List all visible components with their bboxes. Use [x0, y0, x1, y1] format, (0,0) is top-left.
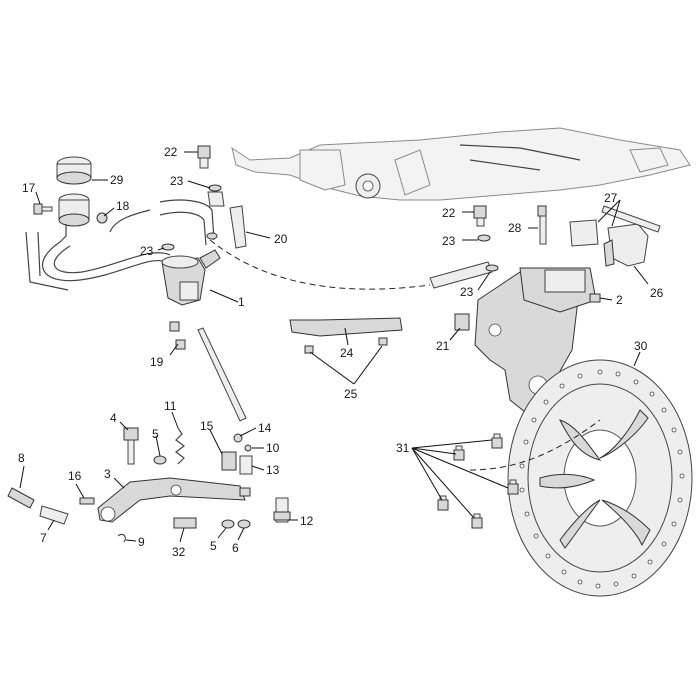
callout-13: 13 — [266, 463, 280, 477]
clevis-15 — [221, 451, 237, 471]
bleed-screw-28 — [537, 205, 547, 245]
banjo-bolt-upper-left — [197, 145, 225, 207]
callout-32: 32 — [172, 545, 186, 559]
bolt-17 — [33, 203, 53, 215]
washer-23-left — [161, 243, 175, 251]
banjo-bolt-right — [473, 205, 499, 272]
bolt-4 — [123, 427, 139, 465]
washer-23-mid — [206, 232, 218, 240]
callout-11: 11 — [164, 399, 177, 413]
brake-fluid-reservoir — [56, 156, 92, 243]
washer-10 — [244, 444, 252, 452]
push-rod — [197, 327, 247, 422]
callout-19: 19 — [150, 355, 164, 369]
callout-29: 29 — [110, 173, 124, 187]
heel-guard-24 — [289, 317, 403, 337]
brake-pedal-3 — [97, 477, 251, 523]
spring-11 — [175, 427, 185, 465]
callout-4: 4 — [110, 411, 117, 425]
callout-22-left: 22 — [164, 145, 178, 159]
callout-28: 28 — [508, 221, 522, 235]
callout-labels: 1 2 3 4 5 5 6 7 8 9 10 11 12 13 14 15 16… — [18, 145, 664, 559]
washer-5-upper — [153, 455, 167, 465]
callout-8: 8 — [18, 451, 25, 465]
callout-23-a: 23 — [170, 174, 184, 188]
callout-10: 10 — [266, 441, 280, 455]
circlip-9 — [117, 533, 126, 543]
disc-holes — [519, 369, 685, 589]
callout-7: 7 — [40, 531, 47, 545]
leader-lines — [19, 151, 649, 543]
bushing-7 — [39, 505, 69, 525]
brake-hose-20 — [229, 205, 247, 249]
washer-6 — [237, 519, 251, 529]
callout-25: 25 — [344, 387, 358, 401]
callout-3: 3 — [104, 467, 111, 481]
callout-30: 30 — [634, 339, 648, 353]
callout-21: 21 — [436, 339, 450, 353]
callout-16: 16 — [68, 469, 82, 483]
callout-26: 26 — [650, 286, 664, 300]
callout-5-upper: 5 — [152, 427, 159, 441]
pin-16 — [79, 497, 95, 505]
callout-14: 14 — [258, 421, 272, 435]
brake-disc-30 — [507, 359, 693, 597]
pin-32 — [173, 517, 197, 529]
callout-31: 31 — [396, 441, 410, 455]
callout-23-b: 23 — [140, 244, 154, 258]
callout-5-lower: 5 — [210, 539, 217, 553]
callout-12: 12 — [300, 514, 314, 528]
screw-25-left — [304, 345, 314, 354]
pin-21 — [454, 313, 470, 331]
stop-switch-12 — [273, 497, 291, 523]
spring-8 — [7, 487, 35, 509]
washer-5-lower — [221, 519, 235, 529]
nut-13 — [239, 455, 253, 475]
callout-15: 15 — [200, 419, 214, 433]
disc-bolts-31 — [437, 433, 519, 529]
callout-23-c: 23 — [442, 234, 456, 248]
callout-27: 27 — [604, 191, 618, 205]
bolts-19 — [169, 321, 186, 350]
callout-18: 18 — [116, 199, 130, 213]
callout-2: 2 — [616, 293, 623, 307]
master-cylinder — [161, 249, 221, 306]
callout-24: 24 — [340, 346, 354, 360]
callout-1: 1 — [238, 295, 245, 309]
callout-17: 17 — [22, 181, 36, 195]
brake-pads-26 — [569, 219, 649, 267]
callout-23-d: 23 — [460, 285, 474, 299]
callout-6: 6 — [232, 541, 239, 555]
frame-outline — [231, 127, 691, 201]
screw-25-right — [378, 337, 388, 346]
callout-9: 9 — [138, 535, 145, 549]
callout-20: 20 — [274, 232, 288, 246]
callout-22-right: 22 — [442, 206, 456, 220]
reservoir-hose — [42, 199, 215, 282]
